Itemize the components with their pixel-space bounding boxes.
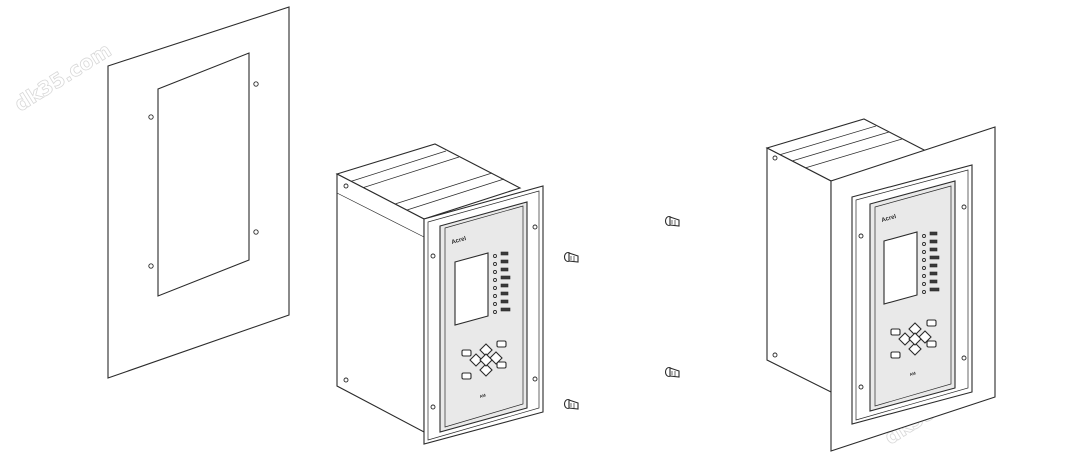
mounting-panel-with-cutout [107, 6, 290, 379]
screw [664, 366, 680, 378]
flange-hole [430, 404, 436, 410]
lcd-screen [883, 231, 918, 305]
keypad [890, 319, 937, 359]
flange-hole [858, 384, 864, 390]
brand-label: Acrel [451, 236, 467, 246]
panel-cutout [157, 52, 250, 297]
keypad [461, 340, 507, 380]
flange-hole [858, 233, 864, 239]
panel-screw-hole [253, 229, 259, 235]
model-label: AM [909, 370, 917, 377]
led-indicators [493, 251, 511, 314]
flange-hole [961, 355, 967, 361]
relay-device-mounted: Acrel AM [765, 118, 996, 452]
led-indicators [922, 231, 940, 294]
housing-side [336, 173, 425, 433]
screw [664, 215, 680, 227]
flange-hole [430, 253, 436, 259]
screw [563, 251, 579, 263]
panel-screw-hole [148, 263, 154, 269]
flange-hole [961, 204, 967, 210]
lcd-screen [454, 252, 489, 326]
panel-screw-hole [148, 114, 154, 120]
housing-screw [772, 155, 778, 161]
housing-screw [772, 352, 778, 358]
flange-hole [532, 224, 538, 230]
panel-screw-hole [253, 81, 259, 87]
housing-screw [343, 377, 349, 383]
model-label: AM [479, 392, 487, 399]
flange-hole [532, 376, 538, 382]
screw [563, 398, 579, 410]
relay-device-unmounted: Acrel AM [335, 143, 544, 445]
housing-screw [343, 183, 349, 189]
brand-label: Acrel [881, 214, 897, 224]
watermark-top-left: dk35.com [10, 38, 116, 116]
